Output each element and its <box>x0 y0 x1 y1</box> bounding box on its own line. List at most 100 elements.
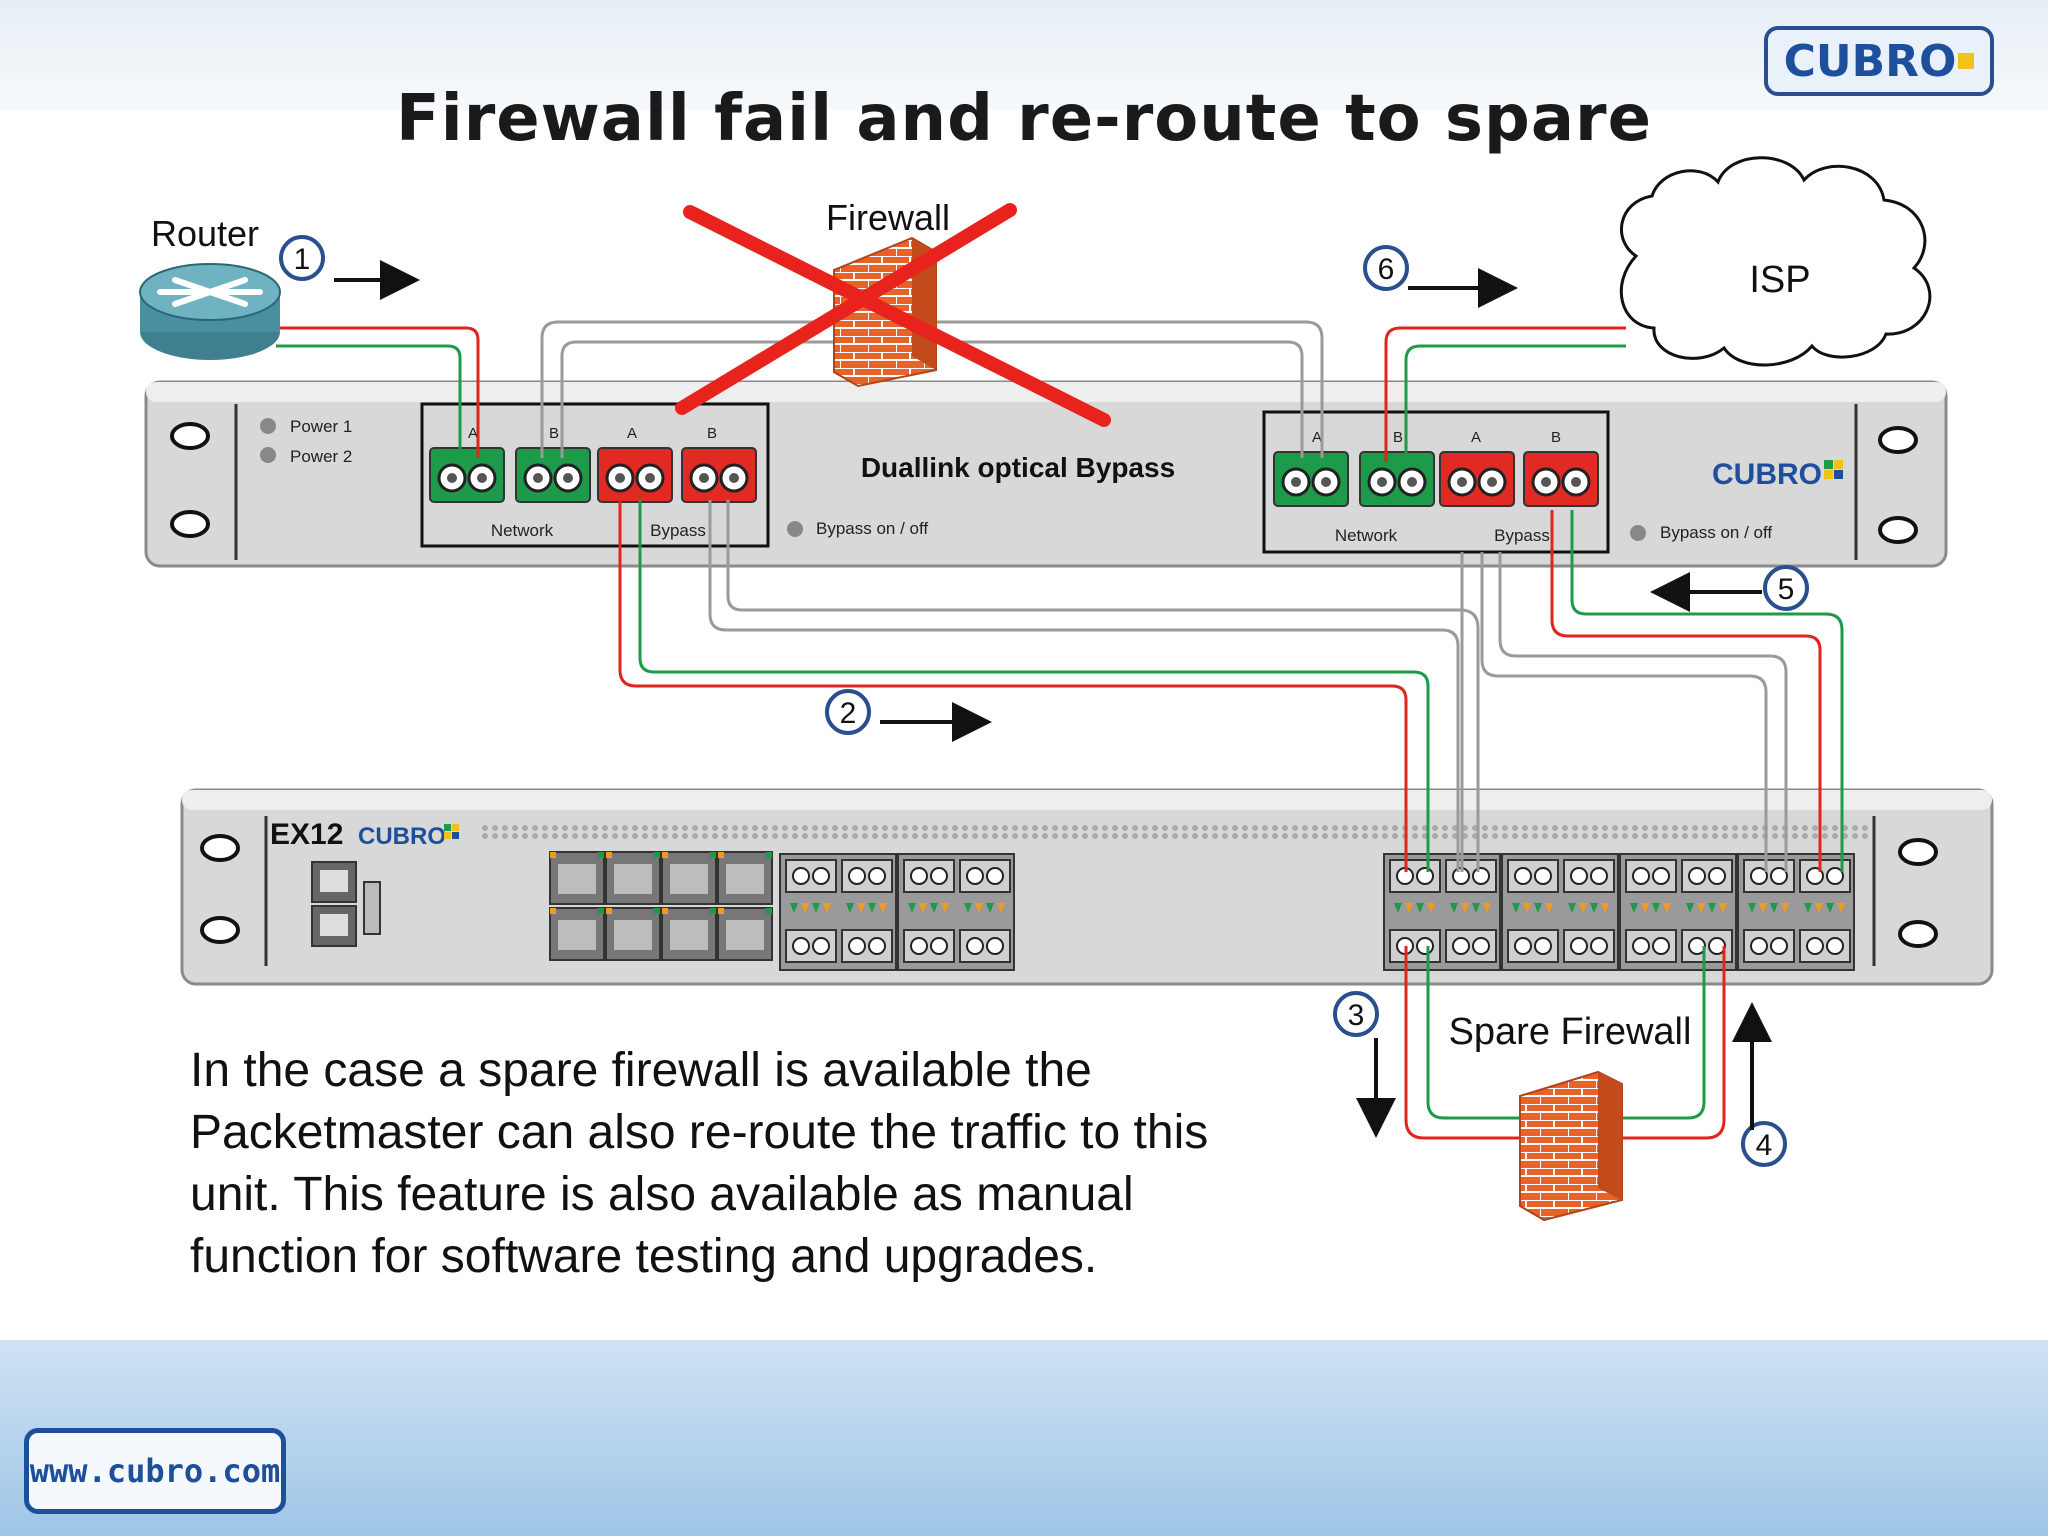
power-led <box>260 418 276 434</box>
fiber-gray <box>1480 552 1768 872</box>
firewall-label: Firewall <box>826 197 950 238</box>
network-label-left: Network <box>491 521 554 540</box>
fiber-port <box>597 447 673 503</box>
fiber-port <box>1523 451 1599 507</box>
fiber-red <box>1622 946 1726 1140</box>
description-line: unit. This feature is also available as … <box>190 1168 1134 1221</box>
logo-square-icon <box>1958 53 1975 69</box>
red-cross-icon <box>675 203 1111 427</box>
fiber-green <box>1426 946 1522 1120</box>
description-line: Packetmaster can also re-route the traff… <box>190 1106 1209 1159</box>
rack-hole <box>1898 838 1938 866</box>
fiber-green <box>638 500 1430 872</box>
bypass-ports <box>429 447 1599 507</box>
fiber-port <box>429 447 505 503</box>
fiber-red <box>618 500 1408 872</box>
bypass-switch-label-right: Bypass on / off <box>1660 523 1772 542</box>
rj45-port <box>661 907 717 961</box>
rack-hole <box>1878 426 1918 454</box>
bypass-label-left: Bypass <box>650 521 706 540</box>
step-number: 6 <box>1378 253 1395 286</box>
sfp-group <box>897 853 1015 971</box>
step-badge: 4 <box>1741 1121 1787 1167</box>
port-letter: B <box>707 425 717 442</box>
fiber-red <box>276 326 480 458</box>
fiber-port <box>515 447 591 503</box>
port-letter: B <box>1393 429 1403 446</box>
website-link[interactable]: www.cubro.com <box>24 1428 286 1514</box>
usb-port <box>363 881 381 935</box>
mgmt-port <box>311 861 357 903</box>
rj45-port <box>717 851 773 905</box>
step-number: 1 <box>294 243 311 276</box>
spare-firewall-icon <box>1519 1070 1623 1222</box>
sfp-group <box>1501 853 1619 971</box>
description-line: function for software testing and upgrad… <box>190 1230 1098 1283</box>
fiber-red <box>1404 946 1522 1140</box>
cubro-logo-text: CUBRO <box>1783 35 1957 87</box>
port-panel-right <box>1262 410 1610 554</box>
packetmaster-ex12: EX12 CUBRO <box>180 788 1994 986</box>
slide-title: Firewall fail and re-route to spare <box>396 82 1652 156</box>
rack-hole <box>200 834 240 862</box>
fiber-green <box>1404 344 1626 462</box>
step-badge: 1 <box>279 235 325 281</box>
port-letter: A <box>627 425 637 442</box>
rack-hole <box>200 916 240 944</box>
bypass-unit: Power 1 Power 2 Duallink optical Bypass … <box>144 380 1948 568</box>
rj45-port <box>717 907 773 961</box>
bypass-unit-title: Duallink optical Bypass <box>861 452 1175 483</box>
step-number: 5 <box>1778 573 1795 606</box>
fiber-port <box>1359 451 1435 507</box>
bypass-unit-logo: CUBRO <box>1712 458 1843 491</box>
step-badge: 2 <box>825 689 871 735</box>
description-line: In the case a spare firewall is availabl… <box>190 1044 1092 1097</box>
step-number: 4 <box>1756 1129 1773 1162</box>
port-letter: A <box>468 425 478 442</box>
step-markers: 1 2 3 4 5 6 <box>279 235 1809 1167</box>
vent-strip <box>478 824 1872 840</box>
port-letter: B <box>549 425 559 442</box>
rj45-port <box>549 851 605 905</box>
svg-text:CUBRO: CUBRO <box>358 823 446 850</box>
router-label: Router <box>151 213 259 254</box>
fiber-green <box>1622 946 1706 1120</box>
sfp-group <box>779 853 897 971</box>
fiber-port <box>1439 451 1515 507</box>
mgmt-port <box>311 905 357 947</box>
fiber-port <box>1273 451 1349 507</box>
fiber-gray <box>1498 552 1788 872</box>
port-panel-left <box>420 402 770 548</box>
rj45-port <box>549 907 605 961</box>
fiber-gray <box>726 500 1480 872</box>
spare-firewall-label: Spare Firewall <box>1449 1011 1692 1053</box>
step-badge: 5 <box>1763 565 1809 611</box>
rack-hole <box>1898 920 1938 948</box>
power-1-label: Power 1 <box>290 417 352 436</box>
fiber-port <box>681 447 757 503</box>
step-badge: 3 <box>1333 991 1379 1037</box>
bypass-switch-label-left: Bypass on / off <box>816 519 928 538</box>
power-led <box>260 447 276 463</box>
bypass-label-right: Bypass <box>1494 526 1550 545</box>
bottom-banner <box>0 1340 2048 1536</box>
cloud-icon <box>1619 156 1932 367</box>
step-badge: 6 <box>1363 245 1409 291</box>
description-text: In the case a spare firewall is availabl… <box>190 1040 1330 1288</box>
port-letter: B <box>1551 429 1561 446</box>
fiber-gray <box>708 500 1460 872</box>
isp-label: ISP <box>1749 259 1810 301</box>
sfp-group <box>1619 853 1737 971</box>
fiber-green <box>1570 510 1844 872</box>
rack-hole <box>170 510 210 538</box>
power-2-label: Power 2 <box>290 447 352 466</box>
ex12-logo: CUBRO <box>358 823 459 850</box>
step-number: 3 <box>1348 999 1365 1032</box>
step-number: 2 <box>840 697 857 730</box>
fiber-red <box>1384 326 1626 462</box>
rack-hole <box>1878 516 1918 544</box>
cubro-logo: CUBRO <box>1764 26 1994 96</box>
rj45-port <box>661 851 717 905</box>
port-letter: A <box>1471 429 1481 446</box>
